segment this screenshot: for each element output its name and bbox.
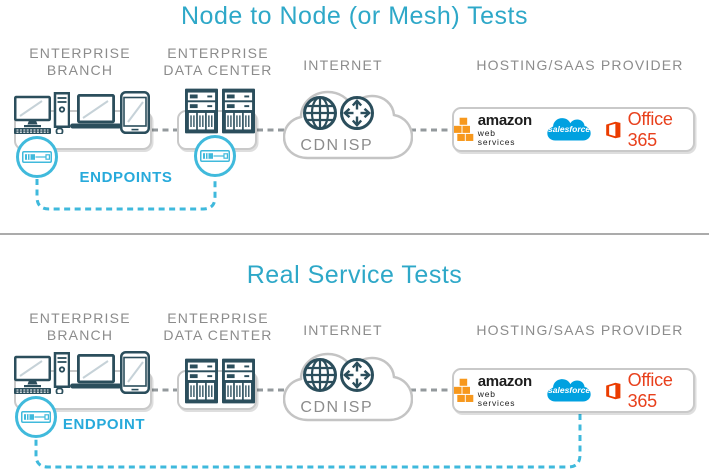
gray-dashed-connectors: [152, 128, 452, 392]
section1-hosting-panel: amazon web services salesforce Office 36…: [452, 107, 695, 152]
section2-internet-label: INTERNET: [303, 322, 383, 338]
section2-branch-label: ENTERPRISE BRANCH: [10, 310, 150, 344]
workstation-icon: [14, 92, 70, 134]
section2-title: Real Service Tests: [246, 261, 463, 289]
salesforce-wordmark: salesforce: [548, 123, 591, 134]
branch-label-line1: ENTERPRISE: [29, 310, 131, 326]
salesforce-wordmark: salesforce: [548, 384, 591, 395]
aws-logo: amazon web services: [454, 374, 533, 407]
aws-logo-text: amazon web services: [478, 113, 533, 146]
server-rack-icon: [185, 358, 218, 404]
section2-isp-label: ISP: [342, 399, 374, 416]
branch-label-line1: ENTERPRISE: [29, 45, 131, 61]
salesforce-logo: salesforce: [547, 376, 591, 406]
branch-label-line2: BRANCH: [46, 327, 114, 343]
endpoint-appliance-icon: [22, 151, 52, 163]
office365-logo: Office 365: [605, 109, 693, 151]
section1-endpoints-label: ENDPOINTS: [79, 169, 173, 186]
endpoint-appliance-icon: [21, 411, 51, 423]
section2-datacenter-label: ENTERPRISE DATA CENTER: [148, 310, 288, 344]
section-divider: [0, 233, 709, 235]
office365-wordmark: Office 365: [627, 108, 673, 150]
section1-cdn-label: CDN: [300, 137, 340, 154]
router-isp-icon: [340, 96, 374, 130]
salesforce-cloud-icon: [547, 117, 591, 140]
aws-boxes-icon: [454, 378, 474, 402]
endpoint-appliance-icon: [200, 150, 230, 162]
server-rack-icon: [185, 88, 218, 134]
aws-boxes-icon: [454, 117, 474, 141]
section1-isp-label: ISP: [342, 137, 374, 154]
globe-cdn-icon: [303, 358, 337, 392]
server-rack-icon: [222, 358, 255, 404]
aws-subtitle: web services: [477, 128, 516, 147]
datacenter-label-line2: DATA CENTER: [163, 327, 273, 343]
section1-branch-label: ENTERPRISE BRANCH: [10, 45, 150, 79]
datacenter-label-line1: ENTERPRISE: [167, 310, 269, 326]
salesforce-logo: salesforce: [547, 115, 591, 145]
section2-hosting-label: HOSTING/SAAS PROVIDER: [476, 322, 684, 338]
aws-subtitle: web services: [477, 389, 516, 408]
endpoint-agent-branch: [16, 136, 58, 178]
office-icon: [606, 382, 621, 399]
section2-cdn-label: CDN: [300, 399, 340, 416]
section1-datacenter-label: ENTERPRISE DATA CENTER: [148, 45, 288, 79]
office365-wordmark: Office 365: [627, 369, 673, 411]
section1-title: Node to Node (or Mesh) Tests: [180, 2, 529, 30]
endpoints-mesh-dashed-link: [35, 178, 217, 211]
datacenter-label-line2: DATA CENTER: [163, 62, 273, 78]
branch-label-line2: BRANCH: [46, 62, 114, 78]
office365-logo: Office 365: [605, 370, 693, 412]
aws-logo: amazon web services: [454, 113, 533, 146]
salesforce-cloud-icon: [547, 378, 591, 401]
smartphone-icon: [120, 91, 150, 134]
smartphone-icon: [120, 351, 150, 394]
endpoint-agent-branch: [15, 396, 57, 438]
laptop-icon: [70, 94, 122, 129]
section1-hosting-label: HOSTING/SAAS PROVIDER: [476, 57, 684, 73]
section2-hosting-panel: amazon web services salesforce Office 36…: [452, 368, 695, 413]
aws-name: amazon: [477, 112, 532, 129]
datacenter-label-line1: ENTERPRISE: [167, 45, 269, 61]
endpoint-agent-datacenter: [194, 135, 236, 177]
aws-logo-text: amazon web services: [478, 374, 533, 407]
laptop-icon: [70, 354, 122, 389]
workstation-icon: [14, 352, 70, 394]
aws-name: amazon: [477, 373, 532, 390]
endpoint-to-saas-dashed-link: [34, 414, 582, 469]
globe-cdn-icon: [303, 96, 337, 130]
section1-internet-label: INTERNET: [303, 57, 383, 73]
office-icon: [606, 121, 621, 138]
router-isp-icon: [340, 358, 374, 392]
section2-endpoint-label: ENDPOINT: [62, 416, 146, 433]
server-rack-icon: [222, 88, 255, 134]
